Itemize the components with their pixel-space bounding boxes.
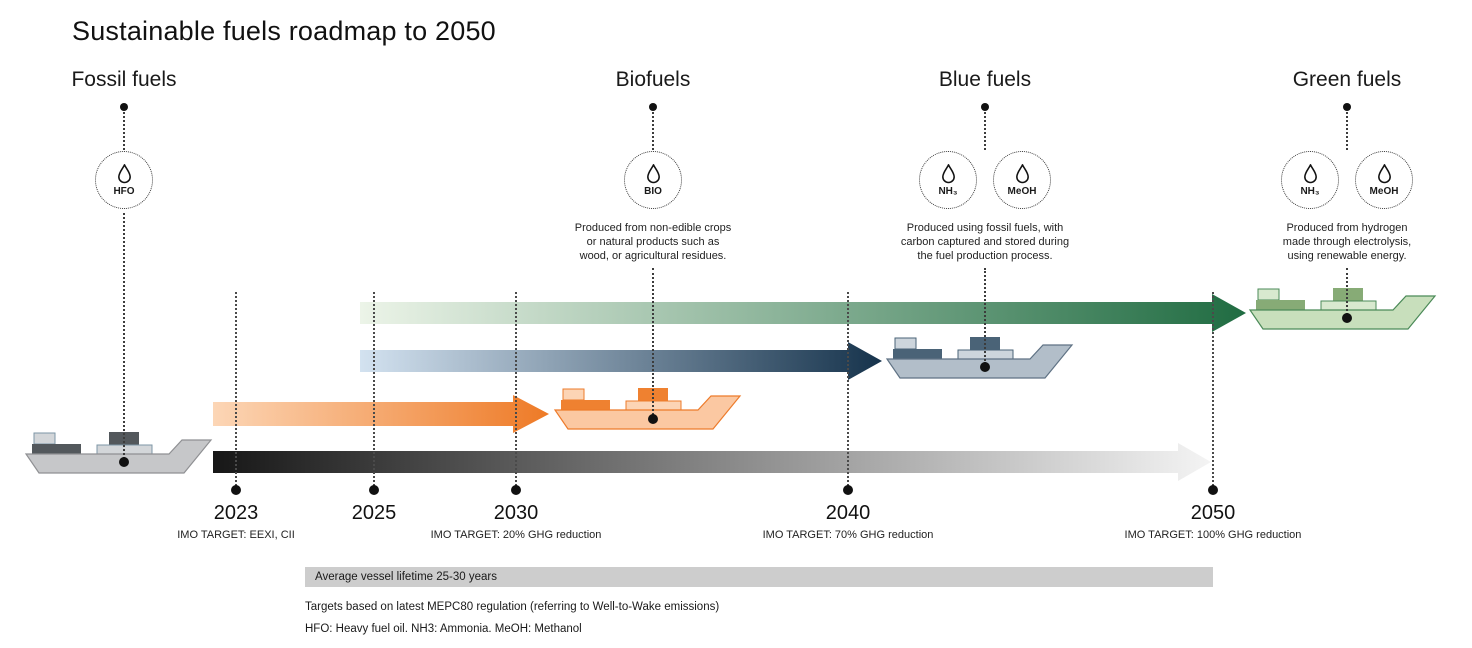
biofuels-ship-connector-line xyxy=(652,268,654,415)
fossil-connector-line xyxy=(123,112,125,150)
meoh-code-label: MeOH xyxy=(1369,186,1399,197)
blue-fuels-ship-connector-line xyxy=(984,268,986,364)
timeline-gridline-2030 xyxy=(515,292,517,486)
timeline-gridline-2023 xyxy=(235,292,237,486)
nh3-code-label: NH₃ xyxy=(1300,186,1320,197)
fuel-drop-icon xyxy=(1303,164,1317,184)
timeline-gridline-2050 xyxy=(1212,292,1214,486)
green-pathway-arrow xyxy=(360,294,1246,332)
blue-fuels-label: Blue fuels xyxy=(938,68,1032,91)
green-fuels-connector-dot xyxy=(1343,103,1351,111)
blue-meoh-fuel-badge: MeOH xyxy=(993,151,1051,209)
fossil-ship-dot xyxy=(119,457,129,467)
timeline-year-2025: 2025 xyxy=(351,502,397,524)
imo-target-2040: IMO TARGET: 70% GHG reduction xyxy=(762,529,934,541)
blue-fuel-ship xyxy=(885,337,1075,379)
green-fuel-ship xyxy=(1248,288,1438,330)
fossil-ship-connector-line xyxy=(123,213,125,459)
timeline-gridline-2040 xyxy=(847,292,849,486)
timeline-dot-2023 xyxy=(231,485,241,495)
blue-fuel-ship-dot xyxy=(980,362,990,372)
blue-fuels-connector-line xyxy=(984,112,986,150)
biofuels-connector-line xyxy=(652,112,654,150)
hfo-fuel-badge: HFO xyxy=(95,151,153,209)
fuel-drop-icon xyxy=(1377,164,1391,184)
timeline-year-2023: 2023 xyxy=(213,502,259,524)
timeline-dot-2030 xyxy=(511,485,521,495)
fuel-drop-icon xyxy=(941,164,955,184)
footnote-targets: Targets based on latest MEPC80 regulatio… xyxy=(305,601,720,613)
vessel-lifetime-bar: Average vessel lifetime 25-30 years xyxy=(305,567,1213,587)
biofuel-ship xyxy=(553,388,743,430)
nh3-code-label: NH₃ xyxy=(938,186,958,197)
fuel-drop-icon xyxy=(117,164,131,184)
footnote-abbreviations: HFO: Heavy fuel oil. NH3: Ammonia. MeOH:… xyxy=(305,623,582,635)
page-title: Sustainable fuels roadmap to 2050 xyxy=(72,16,496,46)
timeline-gridline-2025 xyxy=(373,292,375,486)
timeline-dot-2050 xyxy=(1208,485,1218,495)
bio-pathway-arrow xyxy=(213,395,549,433)
vessel-lifetime-label: Average vessel lifetime 25-30 years xyxy=(315,571,497,583)
fuel-drop-icon xyxy=(1015,164,1029,184)
green-fuel-ship-dot xyxy=(1342,313,1352,323)
blue-nh3-fuel-badge: NH₃ xyxy=(919,151,977,209)
imo-target-2050: IMO TARGET: 100% GHG reduction xyxy=(1124,529,1302,541)
green-fuels-ship-connector-line xyxy=(1346,268,1348,315)
green-fuels-connector-line xyxy=(1346,112,1348,150)
fuel-drop-icon xyxy=(646,164,660,184)
fossil-fuels-label: Fossil fuels xyxy=(71,68,177,91)
timeline-year-2040: 2040 xyxy=(825,502,871,524)
timeline-year-2030: 2030 xyxy=(493,502,539,524)
biofuels-connector-dot xyxy=(649,103,657,111)
timeline-year-2050: 2050 xyxy=(1190,502,1236,524)
biofuels-label: Biofuels xyxy=(615,68,691,91)
fossil-connector-dot xyxy=(120,103,128,111)
fossil-fuel-ship xyxy=(24,432,214,474)
green-fuels-label: Green fuels xyxy=(1292,68,1402,91)
blue-fuels-description: Produced using fossil fuels, with carbon… xyxy=(900,222,1070,262)
biofuels-description: Produced from non-edible crops or natura… xyxy=(574,222,732,262)
fossil-pathway-arrow xyxy=(213,443,1211,481)
green-nh3-fuel-badge: NH₃ xyxy=(1281,151,1339,209)
green-meoh-fuel-badge: MeOH xyxy=(1355,151,1413,209)
timeline-dot-2025 xyxy=(369,485,379,495)
bio-fuel-badge: BIO xyxy=(624,151,682,209)
imo-target-2030: IMO TARGET: 20% GHG reduction xyxy=(430,529,602,541)
meoh-code-label: MeOH xyxy=(1007,186,1037,197)
blue-pathway-arrow xyxy=(360,342,882,380)
hfo-code-label: HFO xyxy=(113,186,135,197)
imo-target-2023: IMO TARGET: EEXI, CII xyxy=(177,529,295,541)
timeline-dot-2040 xyxy=(843,485,853,495)
biofuel-ship-dot xyxy=(648,414,658,424)
blue-fuels-connector-dot xyxy=(981,103,989,111)
bio-code-label: BIO xyxy=(644,186,662,197)
green-fuels-description: Produced from hydrogen made through elec… xyxy=(1282,222,1412,262)
